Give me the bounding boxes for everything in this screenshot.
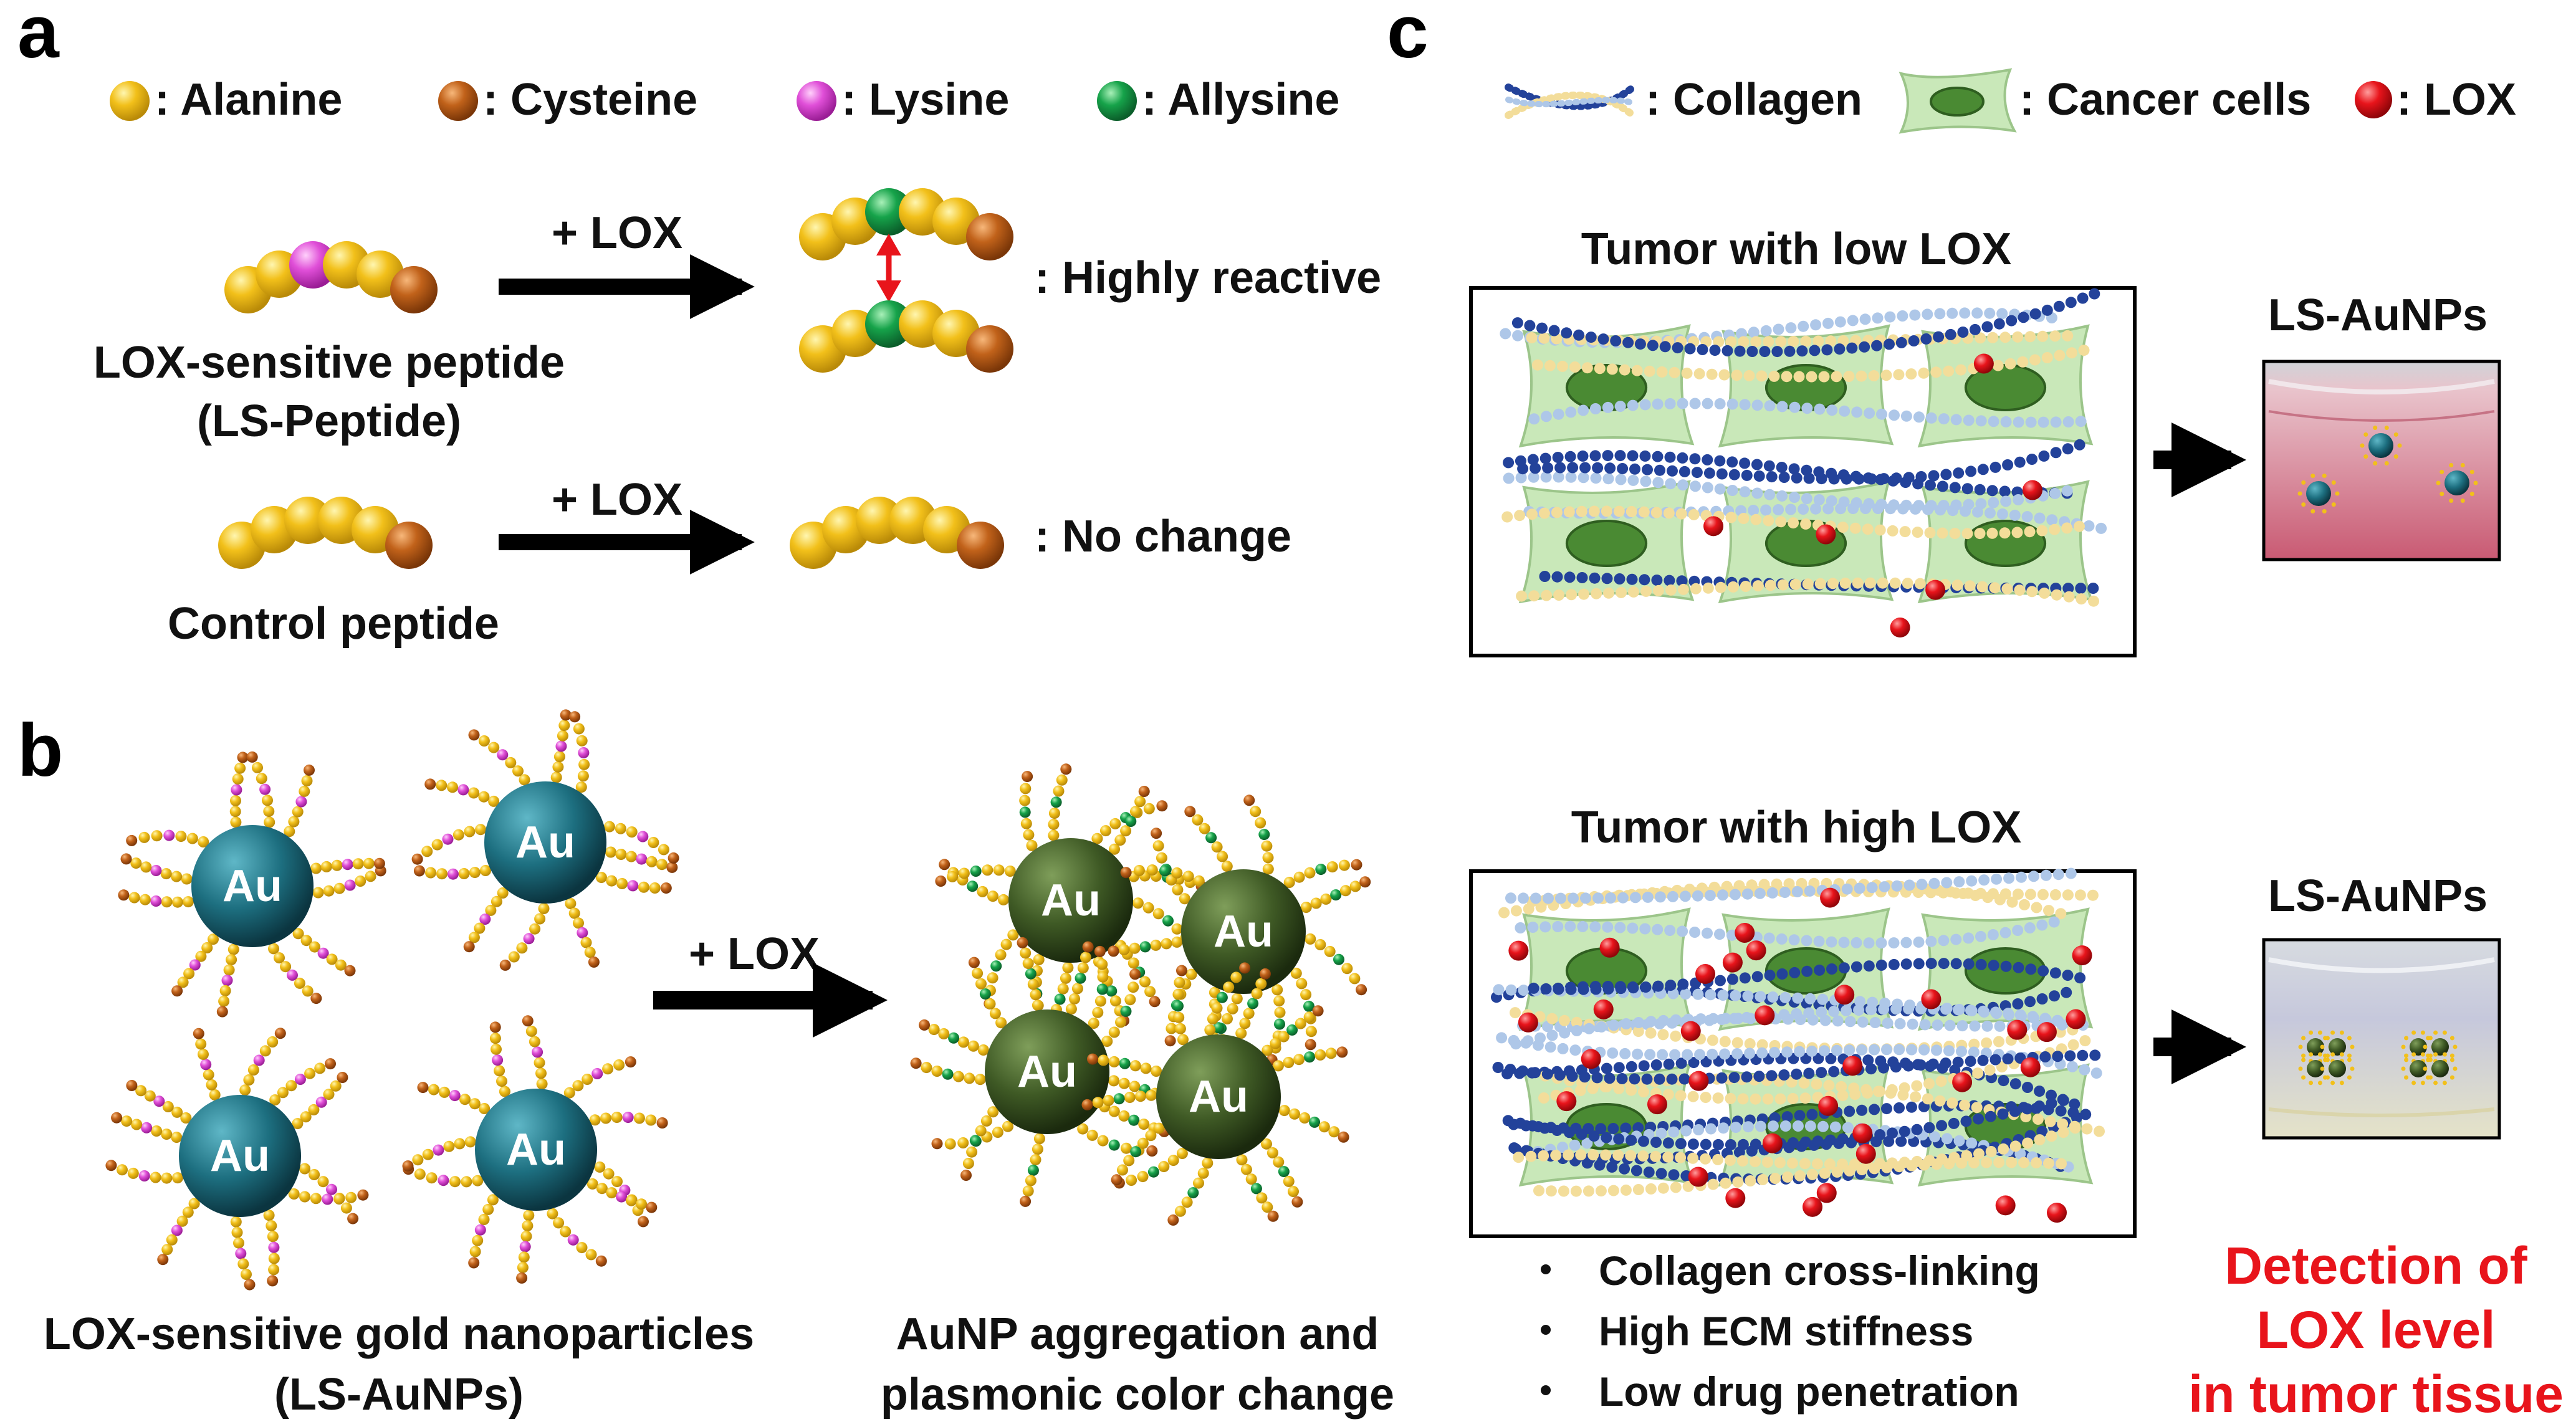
aggregation-caption-1: AuNP aggregation and bbox=[896, 1309, 1379, 1359]
low-lox-title: Tumor with low LOX bbox=[1581, 224, 2012, 274]
bullet-3: Low drug penetration bbox=[1599, 1368, 2019, 1415]
legend-allysine: : Allysine bbox=[1142, 75, 1339, 125]
dispersed-aunps bbox=[2297, 425, 2478, 514]
aunp: Au bbox=[1108, 795, 1371, 1069]
lox-arrow-label-1: + LOX bbox=[552, 208, 682, 258]
no-change-label: : No change bbox=[1035, 512, 1291, 561]
legend-cancer-cells: : Cancer cells bbox=[2019, 75, 2311, 125]
ls-peptide-label-1: LOX-sensitive peptide bbox=[93, 338, 565, 388]
legend-amino-acids: : Alanine : Cysteine : Lysine : Allysine bbox=[110, 75, 1339, 125]
au-label: Au bbox=[515, 818, 575, 867]
legend-tumor: : Collagen : Cancer cells : LOX bbox=[1505, 68, 2516, 134]
allysine-bead bbox=[1097, 81, 1137, 121]
ls-aunps-caption-2: (LS-AuNPs) bbox=[274, 1370, 524, 1420]
ls-peptide-label-2: (LS-Peptide) bbox=[197, 396, 461, 446]
lox-legend-dot bbox=[2355, 81, 2392, 118]
ls-aunps-top-label: LS-AuNPs bbox=[2268, 290, 2487, 340]
collagen-legend-icon bbox=[1505, 84, 1637, 119]
aunp: Au bbox=[402, 1015, 668, 1284]
control-peptide-label: Control peptide bbox=[168, 599, 499, 649]
low-lox-tumor-illustration bbox=[1500, 288, 2107, 638]
au-label: Au bbox=[506, 1125, 566, 1175]
au-label: Au bbox=[1041, 876, 1101, 925]
legend-collagen: : Collagen bbox=[1645, 75, 1862, 125]
vial-high-lox bbox=[2262, 938, 2501, 1140]
au-label: Au bbox=[223, 861, 282, 911]
control-peptide-chain bbox=[218, 497, 433, 569]
aggregation-caption-2: plasmonic color change bbox=[881, 1370, 1394, 1420]
aunp: Au bbox=[1081, 962, 1349, 1226]
detection-line-1: Detection of bbox=[2224, 1236, 2527, 1295]
panel-label-a: a bbox=[17, 0, 60, 74]
bullet-1: Collagen cross-linking bbox=[1599, 1248, 2040, 1294]
cancer-cell-legend-icon bbox=[1898, 68, 2017, 134]
lysine-bead bbox=[797, 81, 836, 121]
panel-b-lox-label: + LOX bbox=[689, 929, 820, 979]
high-lox-title: Tumor with high LOX bbox=[1571, 803, 2022, 852]
detection-line-3: in tumor tissue bbox=[2188, 1365, 2564, 1423]
ls-aunps-caption-1: LOX-sensitive gold nanoparticles bbox=[44, 1309, 754, 1359]
legend-lysine: : Lysine bbox=[841, 75, 1009, 125]
lox-arrow-label-2: + LOX bbox=[552, 475, 682, 525]
au-label: Au bbox=[1189, 1072, 1248, 1122]
legend-cysteine: : Cysteine bbox=[483, 75, 697, 125]
ls-peptide-chain bbox=[224, 241, 438, 313]
au-label: Au bbox=[1017, 1047, 1077, 1097]
highly-reactive-label: : Highly reactive bbox=[1035, 253, 1381, 303]
cysteine-bead bbox=[438, 81, 478, 121]
bullet-2: High ECM stiffness bbox=[1599, 1308, 1973, 1354]
high-lox-tumor-illustration bbox=[1491, 867, 2105, 1223]
legend-lox: : LOX bbox=[2396, 75, 2516, 125]
aunp: Au bbox=[105, 1028, 369, 1291]
crosslinked-peptide-bottom bbox=[799, 300, 1013, 373]
panel-label-c: c bbox=[1387, 0, 1429, 74]
vial-low-lox bbox=[2262, 360, 2501, 561]
au-label: Au bbox=[1214, 907, 1273, 957]
au-label: Au bbox=[210, 1131, 270, 1181]
aunp: Au bbox=[118, 751, 386, 1018]
ls-aunps-bottom-label: LS-AuNPs bbox=[2268, 871, 2487, 921]
control-peptide-unchanged bbox=[790, 497, 1004, 569]
consequence-list: Collagen cross-linking High ECM stiffnes… bbox=[1541, 1248, 2040, 1415]
alanine-bead bbox=[110, 81, 150, 121]
detection-line-2: LOX level bbox=[2257, 1301, 2496, 1359]
legend-alanine: : Alanine bbox=[155, 75, 342, 125]
panel-label-b: b bbox=[17, 709, 63, 792]
aunp: Au bbox=[411, 709, 679, 971]
crosslinked-peptide-top bbox=[799, 188, 1013, 260]
aggregated-aunps-in-vial bbox=[2298, 1030, 2458, 1086]
